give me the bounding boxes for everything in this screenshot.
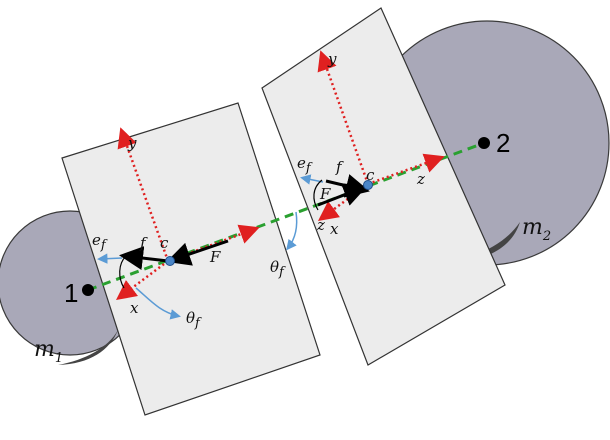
- left-x-axis: [116, 260, 169, 300]
- left-f-label: f: [139, 234, 148, 252]
- body-1-label: 1: [64, 278, 78, 308]
- left-F-label: F: [209, 248, 221, 266]
- body-2-label: 2: [496, 128, 510, 158]
- mass-2-label: m2: [522, 215, 551, 244]
- right-theta-arc: [286, 211, 298, 251]
- center-2: [478, 137, 490, 149]
- right-c-label: c: [366, 166, 375, 184]
- left-c-label: c: [160, 234, 169, 252]
- left-theta-label: θf: [186, 309, 202, 331]
- plane-right: [261, 7, 506, 366]
- right-ef-label: ef: [297, 154, 313, 176]
- left-x-label: x: [130, 299, 139, 317]
- left-ef-label: ef: [92, 231, 108, 253]
- right-y-label: y: [327, 50, 337, 68]
- left-y-label: y: [127, 134, 137, 152]
- right-x-label: x: [330, 220, 339, 238]
- right-z-label: z: [416, 170, 425, 188]
- right-angle-arc: [313, 179, 323, 211]
- left-contact-point: [165, 256, 175, 266]
- right-F-label: F: [319, 185, 331, 203]
- left-ef-arrow: [97, 253, 123, 264]
- right-frame: [286, 50, 445, 251]
- sphere-1-shadow: [58, 330, 118, 365]
- mass-1-label: m1: [34, 337, 63, 366]
- right-force-arrow: [317, 183, 368, 207]
- line-of-centers: [87, 141, 485, 292]
- left-frame: [97, 127, 260, 320]
- right-f-label: f: [335, 158, 344, 176]
- right-zx-label: z: [316, 216, 325, 234]
- left-friction-arrow: [119, 246, 169, 270]
- left-force-arrow: [166, 239, 229, 266]
- left-theta-arc: [135, 287, 181, 320]
- center-1: [82, 284, 94, 296]
- right-contact-point: [363, 180, 373, 190]
- right-theta-label: θf: [270, 258, 286, 280]
